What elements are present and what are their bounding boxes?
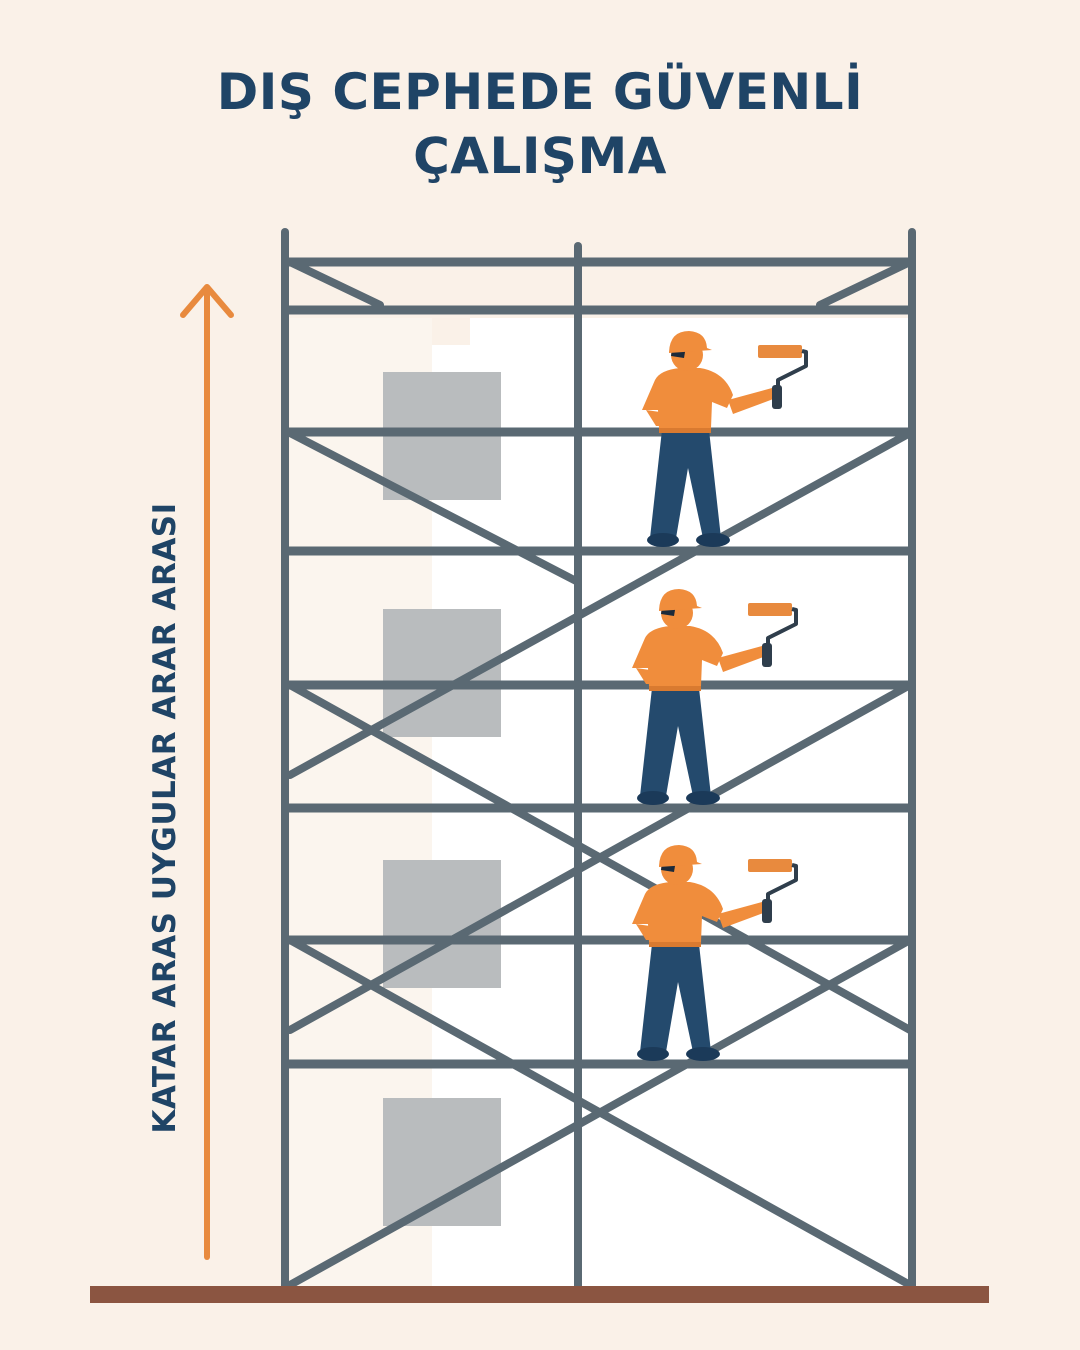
window (383, 1098, 501, 1226)
scaffold-braces (286, 258, 914, 1289)
arrow-up-icon (180, 284, 234, 1260)
title-line-1: DIŞ CEPHEDE GÜVENLİ (216, 63, 864, 121)
scaffold-ledgers (285, 257, 912, 1069)
ground (90, 1286, 989, 1303)
side-label: KATAR ARAS UYGULAR ARAR ARASI (147, 502, 183, 1134)
scaffold-uprights (281, 228, 916, 1294)
page-title: DIŞ CEPHEDE GÜVENLİ ÇALIŞMA (0, 60, 1080, 188)
title-line-2: ÇALIŞMA (413, 127, 667, 185)
